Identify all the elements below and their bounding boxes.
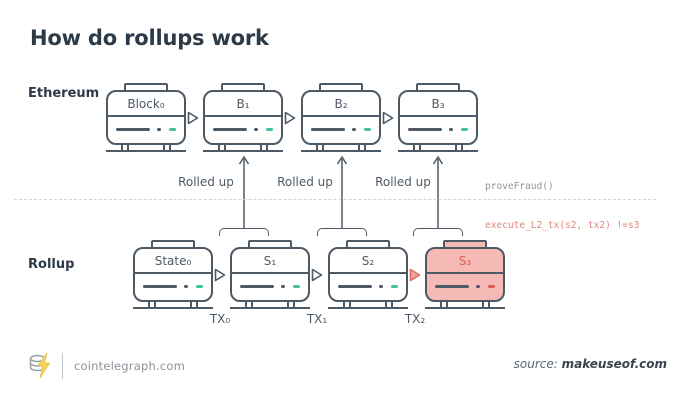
data-dashes-icon (435, 285, 495, 288)
cointelegraph-logo-icon (29, 352, 51, 379)
data-dashes-icon (240, 285, 300, 288)
briefcase-feet-icon (106, 145, 186, 150)
briefcase-body: B₃ (398, 90, 478, 145)
page-title: How do rollups work (30, 26, 269, 50)
source-prefix: source: (513, 357, 558, 371)
ethereum-block-0: Block₀ (106, 83, 186, 152)
data-dashes-icon (143, 285, 203, 288)
rollup-block-2: S₂ (328, 240, 408, 309)
divider (108, 115, 184, 117)
code-line-1: proveFraud() (485, 181, 554, 192)
rollup-block-3-fraud: S₃ (425, 240, 505, 309)
briefcase-feet-icon (203, 145, 283, 150)
arrow-up-icon (432, 155, 444, 229)
arrow-right-icon (311, 268, 323, 282)
briefcase-feet-icon (301, 145, 381, 150)
rolled-up-label-0: Rolled up (178, 175, 234, 189)
divider (400, 115, 476, 117)
block-label: B₂ (334, 97, 348, 111)
dashed-divider (14, 199, 656, 200)
brand-url: cointelegraph.com (74, 359, 185, 373)
rolled-up-label-2: Rolled up (375, 175, 431, 189)
arrow-up-icon (336, 155, 348, 229)
briefcase-body: S₁ (230, 247, 310, 302)
ethereum-row-label: Ethereum (28, 86, 100, 101)
briefcase-base (106, 150, 186, 152)
briefcase-base (133, 307, 213, 309)
block-label: S₂ (361, 254, 375, 268)
footer-separator (62, 353, 63, 379)
fraud-proof-annotation: proveFraud() execute_L2_tx(s2, tx2) !=s3 (485, 154, 639, 258)
briefcase-feet-icon (133, 302, 213, 307)
divider (303, 115, 379, 117)
briefcase-base (230, 307, 310, 309)
briefcase-body: State₀ (133, 247, 213, 302)
rolled-up-label-1: Rolled up (277, 175, 333, 189)
arrow-right-fraud-icon (409, 268, 421, 282)
data-dashes-icon (408, 128, 468, 131)
arrow-right-icon (187, 111, 199, 125)
divider (205, 115, 281, 117)
briefcase-body: S₂ (328, 247, 408, 302)
briefcase-body: S₃ (425, 247, 505, 302)
bracket-icon (413, 228, 463, 236)
source-name: makeuseof.com (561, 357, 667, 371)
briefcase-feet-icon (328, 302, 408, 307)
block-label: S₃ (458, 254, 472, 268)
briefcase-feet-icon (425, 302, 505, 307)
arrow-right-icon (382, 111, 394, 125)
tx-label-2: TX₂ (404, 312, 426, 326)
data-dashes-icon (116, 128, 176, 131)
briefcase-body: Block₀ (106, 90, 186, 145)
rollup-block-1: S₁ (230, 240, 310, 309)
block-label: S₁ (263, 254, 277, 268)
briefcase-feet-icon (230, 302, 310, 307)
briefcase-body: B₂ (301, 90, 381, 145)
rollup-block-0: State₀ (133, 240, 213, 309)
divider (135, 272, 211, 274)
block-label: B₁ (236, 97, 250, 111)
divider (232, 272, 308, 274)
code-line-2: execute_L2_tx(s2, tx2) !=s3 (485, 220, 640, 231)
block-label: State₀ (154, 254, 192, 268)
block-label: Block₀ (127, 97, 165, 111)
briefcase-base (203, 150, 283, 152)
divider (330, 272, 406, 274)
data-dashes-icon (338, 285, 398, 288)
briefcase-body: B₁ (203, 90, 283, 145)
ethereum-block-2: B₂ (301, 83, 381, 152)
tx-label-0: TX₀ (209, 312, 231, 326)
bracket-icon (219, 228, 269, 236)
briefcase-base (425, 307, 505, 309)
briefcase-base (328, 307, 408, 309)
briefcase-base (398, 150, 478, 152)
data-dashes-icon (213, 128, 273, 131)
footer-brand: cointelegraph.com (28, 352, 185, 380)
divider (427, 272, 503, 274)
briefcase-feet-icon (398, 145, 478, 150)
tx-label-1: TX₁ (306, 312, 328, 326)
arrow-up-icon (238, 155, 250, 229)
source-credit: source: makeuseof.com (514, 357, 667, 371)
bracket-icon (317, 228, 367, 236)
arrow-right-icon (214, 268, 226, 282)
ethereum-block-1: B₁ (203, 83, 283, 152)
block-label: B₃ (431, 97, 445, 111)
data-dashes-icon (311, 128, 371, 131)
ethereum-block-3: B₃ (398, 83, 478, 152)
arrow-right-icon (284, 111, 296, 125)
briefcase-base (301, 150, 381, 152)
rollup-row-label: Rollup (28, 257, 75, 272)
